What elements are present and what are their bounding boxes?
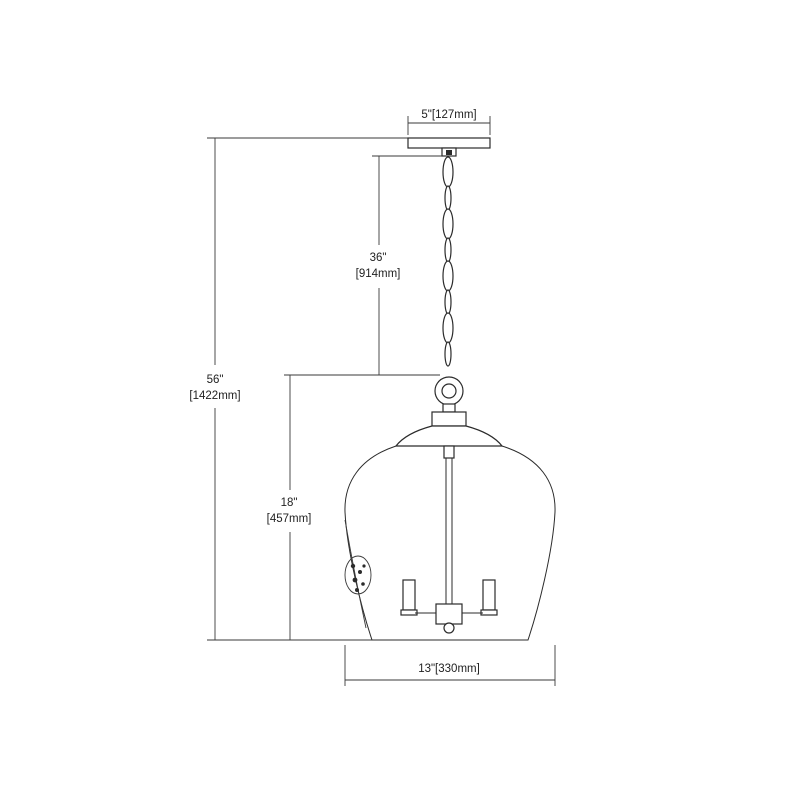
shade-width-dimension: 13"[330mm] <box>344 645 556 686</box>
shade-height-dimension: 18" [457mm] <box>267 374 440 640</box>
center-stem <box>443 445 455 604</box>
canopy-width-dimension: 5"[127mm] <box>407 109 491 135</box>
hanging-loop <box>434 376 464 413</box>
overall-height-metric: [1422mm] <box>189 390 240 402</box>
socket-cluster <box>400 579 498 634</box>
canopy-width-label: 5"[127mm] <box>421 109 476 121</box>
chain-length-metric: [914mm] <box>356 268 401 280</box>
shade-cap <box>394 411 504 447</box>
chain <box>442 156 454 367</box>
glass-texture <box>344 555 372 595</box>
overall-height-dimension: 56" [1422mm] <box>189 137 408 641</box>
shade-height-imperial: 18" <box>281 497 298 509</box>
overall-height-imperial: 56" <box>207 374 224 386</box>
glass-shade <box>344 445 556 641</box>
canopy <box>407 137 491 157</box>
shade-height-metric: [457mm] <box>267 513 312 525</box>
shade-width-label: 13"[330mm] <box>418 663 480 675</box>
chain-length-imperial: 36" <box>370 252 387 264</box>
chain-length-dimension: 36" [914mm] <box>356 155 442 375</box>
